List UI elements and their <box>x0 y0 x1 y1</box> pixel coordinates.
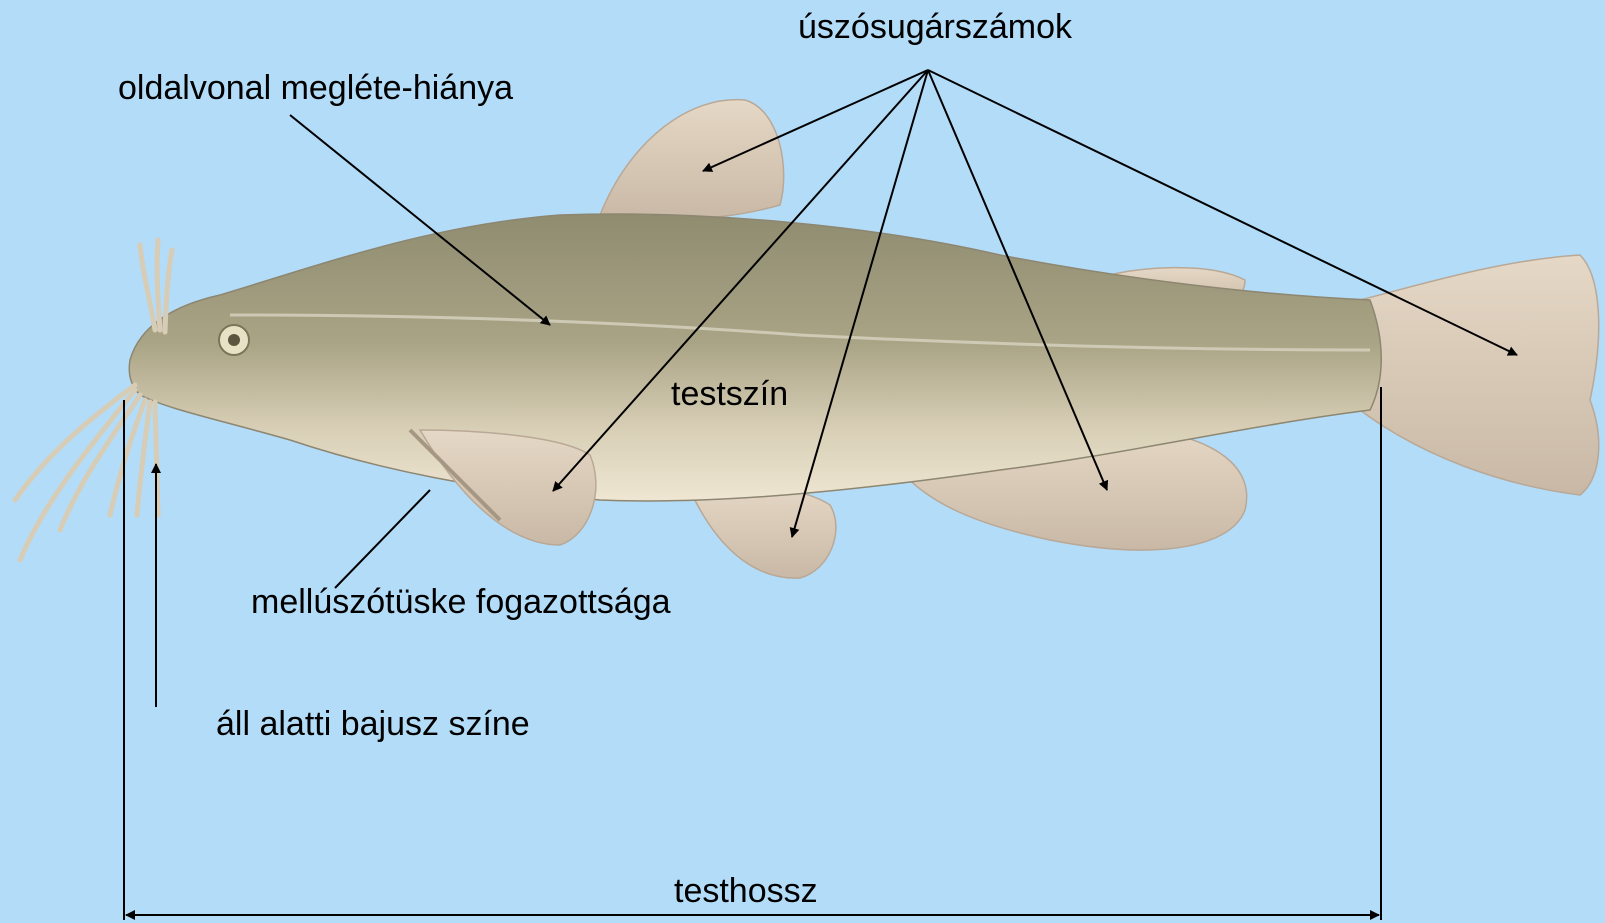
barbels <box>15 240 172 560</box>
pectoral-fin <box>420 430 596 545</box>
dorsal-fin <box>600 100 784 220</box>
label-body-color: testszín <box>671 374 788 414</box>
label-chin-barbel: áll alatti bajusz színe <box>216 704 530 744</box>
annotation-lines <box>124 70 1517 920</box>
caudal-fin <box>1360 255 1599 495</box>
label-fin-ray-counts: úszósugárszámok <box>798 7 1072 47</box>
label-lateral-line: oldalvonal megléte-hiánya <box>118 68 513 108</box>
fish-pupil <box>228 334 240 346</box>
label-pectoral-spine: mellúszótüske fogazottsága <box>251 582 671 622</box>
line-pectoral-spine <box>335 490 430 588</box>
label-body-length: testhossz <box>674 871 818 911</box>
